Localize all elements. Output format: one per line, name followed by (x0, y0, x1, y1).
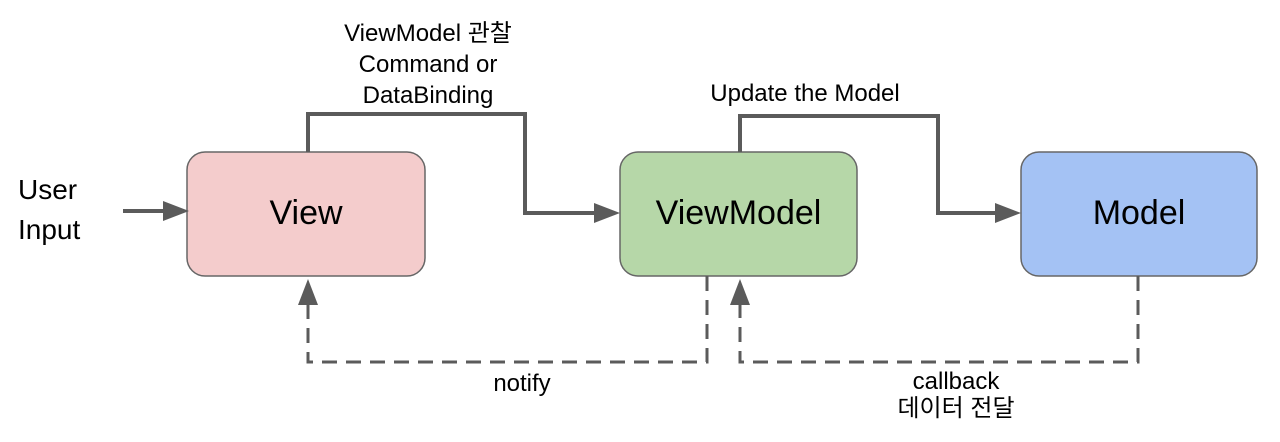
view-node-box (186, 151, 426, 277)
edge-view-to-viewmodel-arrowhead-icon (594, 203, 620, 223)
edge-callback-arrowhead-icon (730, 279, 750, 305)
viewmodel-node-box (619, 151, 858, 277)
edge-viewmodel-to-model (738, 114, 995, 215)
edge-view-to-viewmodel (306, 112, 594, 215)
edge-viewmodel-to-model-arrowhead-icon (995, 203, 1021, 223)
user-input-arrowhead-icon (163, 201, 189, 221)
model-node-box (1020, 151, 1258, 277)
edge-notify-dashed (306, 276, 709, 364)
edge-notify-arrowhead-icon (298, 279, 318, 305)
edge-callback-dashed (738, 276, 1140, 364)
